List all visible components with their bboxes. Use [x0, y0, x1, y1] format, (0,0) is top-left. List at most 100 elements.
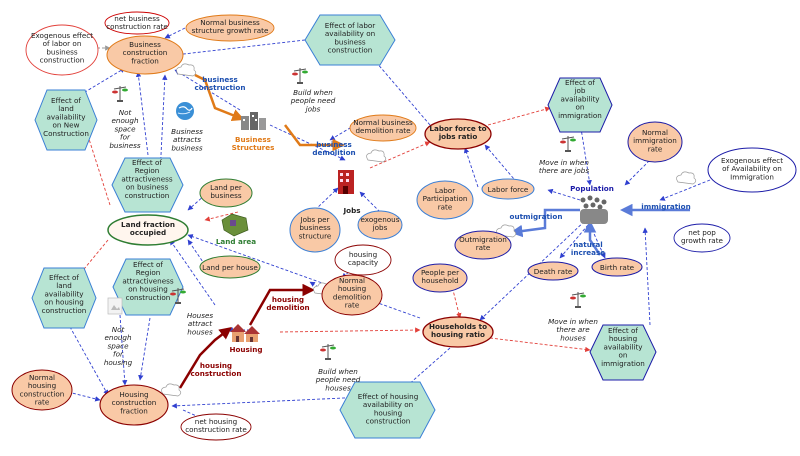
label-line: business	[316, 140, 352, 149]
land-map-icon	[221, 213, 249, 237]
label-line: Housing	[119, 390, 148, 399]
label-line: rate	[345, 301, 360, 310]
node-label: Death rate	[534, 267, 573, 276]
label-line: job	[574, 86, 586, 95]
label-line: Region	[135, 166, 160, 175]
node-label: Labor force	[488, 185, 529, 194]
label-line: Immigration	[730, 172, 774, 181]
label-line: construction	[40, 56, 85, 65]
label-line: Jobs	[342, 206, 360, 215]
node-death-rate[interactable]: Death rate	[527, 261, 579, 281]
node-label: Housing	[229, 345, 262, 354]
label-line: Effect of	[49, 273, 79, 282]
cloud-icon	[676, 171, 697, 185]
label-line: Households to	[429, 322, 487, 331]
label-line: enough	[104, 333, 131, 342]
label-line: Participation	[423, 194, 468, 203]
label-line: availability	[603, 342, 643, 351]
node-birth-rate[interactable]: Birth rate	[591, 257, 643, 277]
label-line: Exogenous effect	[31, 31, 93, 40]
label-line: demolition	[312, 148, 355, 157]
label-line: business	[109, 141, 141, 150]
label-line: construction	[42, 306, 87, 315]
node-label: Land area	[216, 237, 256, 246]
label-line: jobs ratio	[438, 132, 478, 141]
label-line: housing	[374, 408, 402, 417]
node-housing[interactable]: Housing	[229, 345, 262, 354]
node-label: Jobs	[342, 206, 360, 215]
node-land-per-house[interactable]: Land per house	[199, 255, 261, 279]
label-line: Land per	[210, 183, 242, 192]
label-line: household	[421, 276, 458, 285]
label-line: land	[58, 104, 74, 113]
label-line: housing	[200, 361, 232, 370]
label-line: People per	[421, 268, 459, 277]
label-line: immigration	[558, 111, 602, 120]
label-line: capacity	[348, 258, 379, 267]
balance-scale-icon	[292, 68, 308, 84]
label-line: jobs	[305, 104, 321, 113]
balance-scale-icon	[112, 86, 128, 102]
label-line: business	[334, 37, 366, 46]
label-line: Land area	[216, 237, 256, 246]
node-jobs[interactable]: Jobs	[342, 206, 360, 215]
label-line: Normal business	[200, 18, 260, 27]
label-line: construction	[126, 293, 171, 302]
label-line: structure	[299, 231, 332, 240]
label-line: of Availability on	[722, 164, 782, 173]
label-line: rate	[476, 243, 491, 252]
node-population[interactable]: Population	[570, 184, 614, 224]
crowd-icon	[580, 195, 608, 224]
jobs-building-icon	[338, 170, 354, 194]
node-labor-force[interactable]: Labor force	[481, 178, 535, 200]
label-line: availability	[44, 289, 84, 298]
label-line: Effect of	[133, 260, 163, 269]
label-line: of labor on	[43, 39, 82, 48]
label-line: availability	[560, 94, 600, 103]
label-line: business	[210, 191, 242, 200]
node-land-area[interactable]: Land area	[216, 237, 256, 246]
label-line: land	[56, 281, 72, 290]
label-line: Business	[235, 135, 271, 144]
business-building-icon	[241, 112, 266, 130]
